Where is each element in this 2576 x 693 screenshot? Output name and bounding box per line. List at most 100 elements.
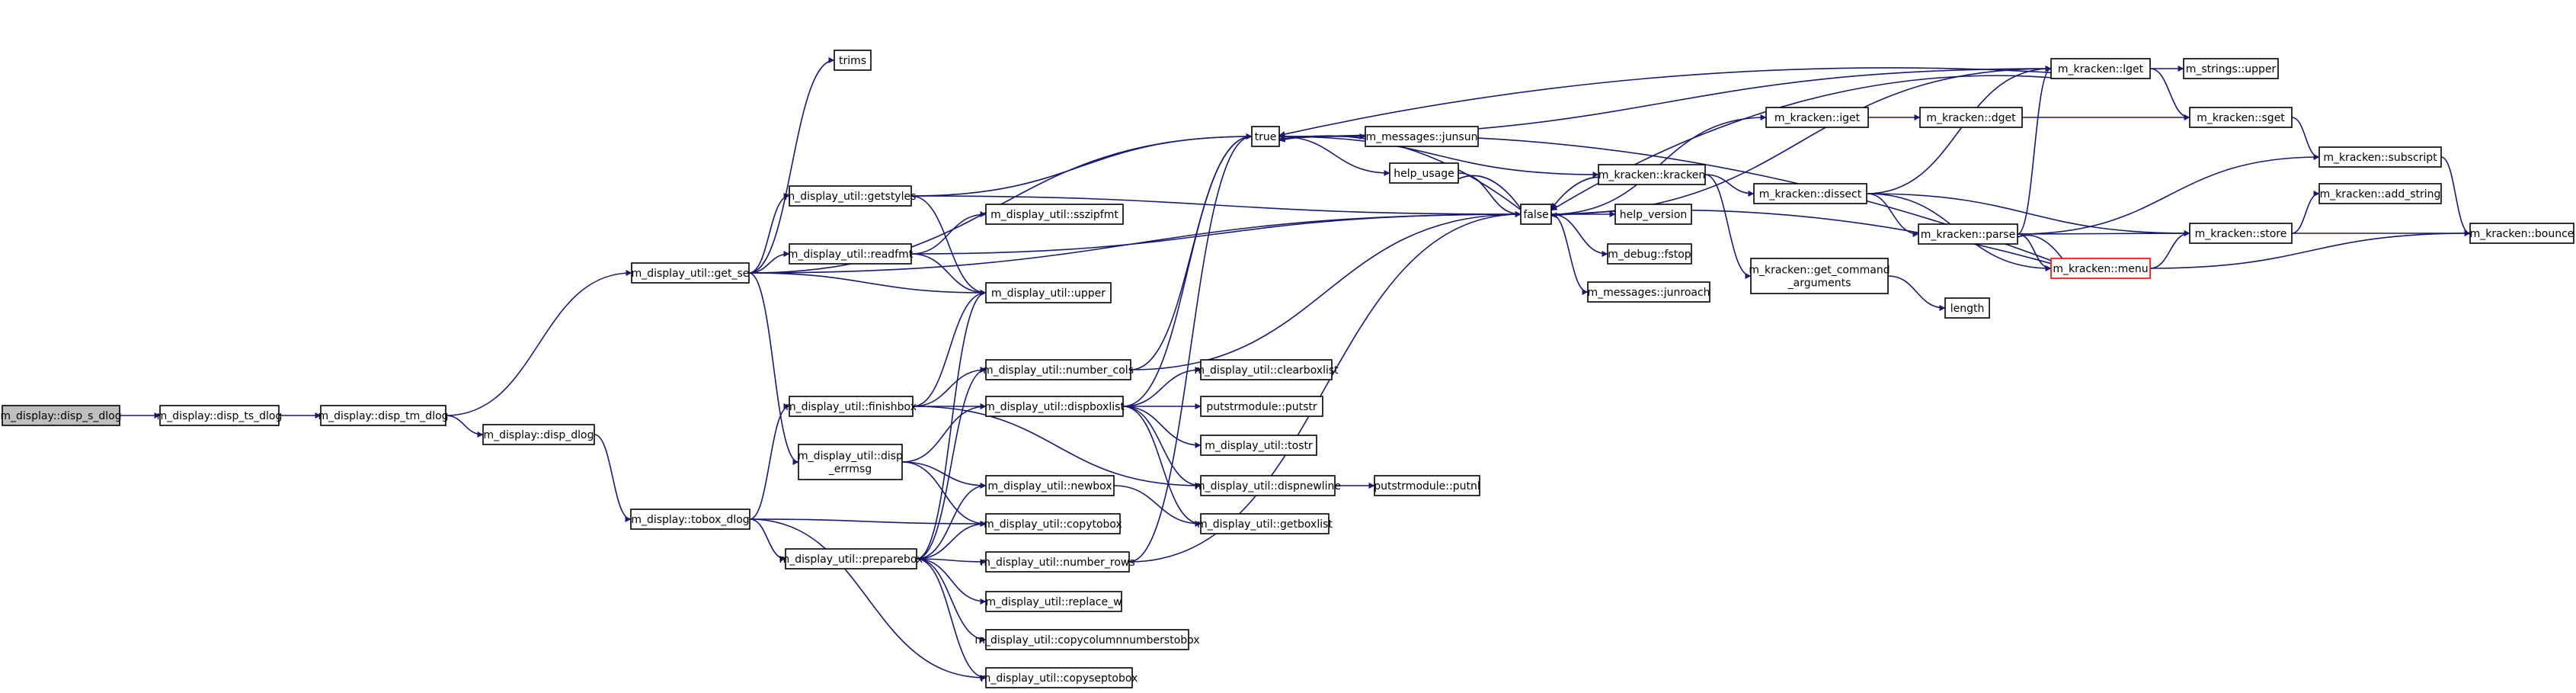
node-disp-dlog[interactable]: m_display::disp_dlog	[482, 424, 595, 445]
edge-get-se-to-trims	[748, 57, 835, 274]
node-label: m_display_util::newbox	[987, 480, 1112, 492]
node-label: m_messages::junsun	[1366, 131, 1478, 143]
node-getstyles[interactable]: m_display_util::getstyles	[785, 185, 917, 207]
edge-tobox-dlog-to-copytobox	[749, 518, 987, 527]
node-help-usage[interactable]: help_usage	[1389, 162, 1459, 184]
node-putstr[interactable]: putstrmodule::putstr	[1200, 396, 1323, 417]
node-label: m_display::disp_dlog	[484, 429, 594, 441]
edge-dispboxlist-to-getboxlist	[1122, 406, 1202, 527]
node-getboxlist[interactable]: m_display_util::getboxlist	[1197, 513, 1333, 534]
node-subscript[interactable]: m_kracken::subscript	[2318, 146, 2442, 168]
node-readfmt[interactable]: m_display_util::readfmt	[788, 243, 914, 265]
edge-false-to-help-usage	[1450, 175, 1522, 210]
node-false[interactable]: false	[1520, 204, 1552, 225]
node-label: m_display::tobox_dlog	[631, 514, 749, 526]
node-label: m_kracken::menu	[2053, 263, 2148, 275]
node-sget[interactable]: m_kracken::sget	[2189, 107, 2293, 128]
edge-finishbox-to-number-cols	[912, 367, 987, 407]
node-kracken[interactable]: m_kracken::kracken	[1598, 164, 1706, 185]
edge-readfmt-to-sszipfmt	[910, 211, 987, 255]
node-get-command-arguments[interactable]: m_kracken::get_command_arguments	[1749, 258, 1890, 294]
node-box	[1389, 162, 1459, 184]
node-true[interactable]: true	[1251, 126, 1280, 147]
node-label: m_display_util::get_se	[632, 268, 750, 280]
edge-preparebox-to-copytobox	[916, 521, 987, 560]
node-newbox[interactable]: m_display_util::newbox	[985, 475, 1115, 496]
node-box	[985, 204, 1124, 225]
node-copytobox[interactable]: m_display_util::copytobox	[984, 513, 1122, 534]
node-copycolumnnumberstobox[interactable]: m_display_util::copycolumnnumberstobox	[974, 629, 1200, 650]
node-disp-s-dlog[interactable]: m_display::disp_s_dlog	[0, 405, 122, 426]
node-menu[interactable]: m_kracken::menu	[2050, 258, 2151, 279]
node-store[interactable]: m_kracken::store	[2189, 223, 2293, 244]
node-bounce[interactable]: m_kracken::bounce	[2469, 223, 2574, 244]
node-strings-upper[interactable]: m_strings::upper	[2183, 58, 2279, 79]
node-sszipfmt[interactable]: m_display_util::sszipfmt	[985, 204, 1124, 225]
node-dispboxlist[interactable]: m_display_util::dispboxlist	[984, 396, 1125, 417]
edge-parse-to-menu	[2017, 233, 2052, 271]
node-number-cols[interactable]: m_display_util::number_cols	[983, 359, 1134, 380]
node-box	[1918, 223, 2018, 245]
node-add-string[interactable]: m_kracken::add_string	[2318, 183, 2442, 204]
node-box	[1750, 258, 1889, 294]
edge-disp-errmsg-to-copytobox	[901, 461, 987, 527]
edge-get-command-arguments-to-length	[1887, 275, 1946, 311]
edge-menu-to-store	[2149, 230, 2190, 269]
node-label: m_kracken::kracken	[1598, 169, 1706, 181]
node-junsun[interactable]: m_messages::junsun	[1365, 126, 1479, 147]
node-box	[985, 629, 1189, 650]
node-upper[interactable]: m_display_util::upper	[985, 282, 1112, 303]
node-box	[985, 513, 1121, 534]
node-finishbox[interactable]: m_display_util::finishbox	[786, 396, 917, 417]
node-box	[2189, 223, 2293, 244]
node-number-rows[interactable]: m_display_util::number_rows	[980, 551, 1135, 573]
edge-parse-to-lget	[2017, 66, 2052, 235]
node-label: m_display::disp_s_dlog	[0, 410, 121, 422]
node-label: true	[1255, 131, 1277, 143]
node-label: m_display_util::clearboxlist	[1194, 364, 1339, 377]
node-box	[2050, 258, 2151, 279]
node-tostr[interactable]: m_display_util::tostr	[1200, 435, 1317, 456]
node-box	[1614, 204, 1692, 225]
node-label: m_display_util::readfmt	[788, 249, 914, 261]
node-parse[interactable]: m_kracken::parse	[1918, 223, 2018, 245]
edge-false-to-fstop	[1550, 213, 1608, 257]
edge-preparebox-to-replace-w	[916, 558, 987, 605]
node-label: m_display_util::replace_w	[985, 596, 1122, 608]
node-dget[interactable]: m_kracken::dget	[1919, 107, 2023, 128]
node-label: m_kracken::add_string	[2320, 188, 2441, 201]
node-help-version[interactable]: help_version	[1614, 204, 1692, 225]
node-box	[1200, 359, 1333, 380]
edge-disp-errmsg-to-dispboxlist	[901, 403, 987, 463]
node-label: m_display_util::copyseptobox	[981, 672, 1138, 685]
node-fstop[interactable]: m_debug::fstop	[1607, 243, 1692, 265]
node-disp-tm-dlog[interactable]: m_display::disp_tm_dlog	[318, 405, 449, 426]
node-box	[834, 50, 872, 71]
node-length[interactable]: length	[1944, 297, 1990, 319]
node-replace-w[interactable]: m_display_util::replace_w	[985, 591, 1122, 612]
edge-get-se-to-upper	[748, 272, 987, 296]
node-label: m_display::disp_tm_dlog	[318, 410, 448, 422]
node-copyseptobox[interactable]: m_display_util::copyseptobox	[981, 667, 1138, 688]
node-disp-errmsg[interactable]: m_display_util::disp_errmsg	[798, 444, 903, 480]
node-putnl[interactable]: putstrmodule::putnl	[1374, 475, 1480, 496]
node-label: m_display_util::disp	[798, 451, 903, 463]
node-get-se[interactable]: m_display_util::get_se	[631, 262, 750, 284]
edge-sget-to-subscript	[2291, 117, 2320, 160]
node-box	[985, 551, 1130, 573]
node-box	[2318, 183, 2442, 204]
node-trims[interactable]: trims	[834, 50, 872, 71]
node-clearboxlist[interactable]: m_display_util::clearboxlist	[1194, 359, 1339, 380]
edge-menu-to-bounce	[2149, 230, 2471, 269]
node-dissect[interactable]: m_kracken::dissect	[1753, 183, 1867, 204]
node-lget[interactable]: m_kracken::lget	[2050, 58, 2151, 79]
node-disp-ts-dlog[interactable]: m_display::disp_ts_dlog	[157, 405, 283, 426]
node-label: m_kracken::iget	[1774, 112, 1861, 124]
node-tobox-dlog[interactable]: m_display::tobox_dlog	[630, 509, 750, 530]
node-box	[1200, 475, 1336, 496]
edge-true-to-kracken	[1278, 136, 1599, 178]
node-dispnewline[interactable]: m_display_util::dispnewline	[1195, 475, 1341, 496]
node-junroach[interactable]: m_messages::junroach	[1587, 281, 1710, 303]
node-preparebox[interactable]: m_display_util::preparebox	[779, 548, 923, 569]
node-iget[interactable]: m_kracken::iget	[1765, 107, 1869, 128]
